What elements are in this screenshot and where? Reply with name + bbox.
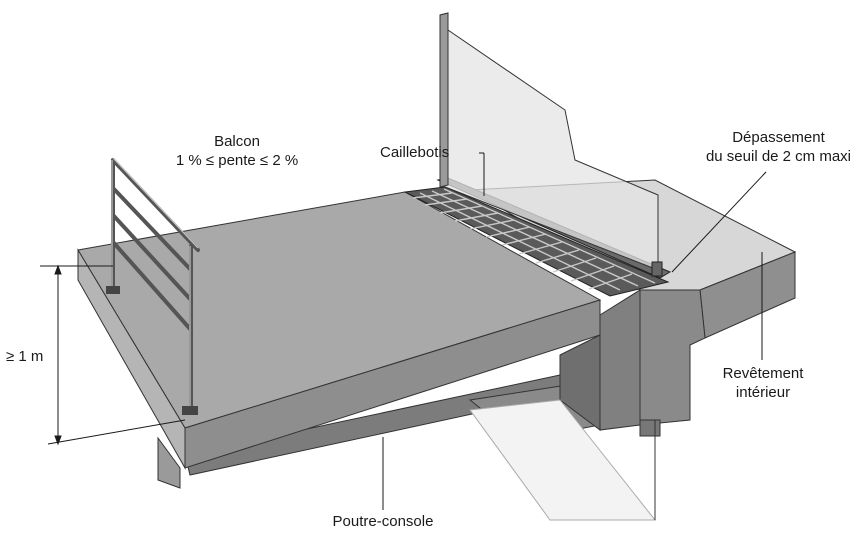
interior-floor-wall — [639, 289, 706, 426]
revetement-label: Revêtement intérieur — [708, 364, 818, 402]
railing-base-plate — [182, 406, 198, 415]
wall-front — [599, 289, 641, 431]
balcony-slope: 1 % ≤ pente ≤ 2 % — [175, 152, 299, 169]
caillebotis-label: Caillebotis — [380, 144, 450, 161]
console-beam-side — [157, 436, 181, 489]
height-label: ≥ 1 m — [6, 348, 44, 365]
depassement-label: Dépassement du seuil de 2 cm maxi — [696, 128, 861, 166]
height-dimension — [40, 264, 186, 446]
railing — [111, 158, 200, 414]
balcony-label: Balcon 1 % ≤ pente ≤ 2 % — [162, 132, 312, 170]
balcony-slab-front — [184, 299, 601, 469]
glass-door-foot — [651, 261, 663, 277]
depassement-line1: Dépassement — [732, 129, 825, 146]
balcony-title: Balcon — [214, 133, 260, 150]
poutre-label: Poutre-console — [332, 513, 434, 530]
glass-door-edge — [439, 12, 449, 188]
caillebotis-grate-cells — [412, 188, 656, 291]
wall-bottom-block — [639, 419, 661, 437]
leader-lines — [382, 152, 767, 510]
railing-base-plate-left — [106, 286, 120, 294]
railing-highlight — [111, 157, 199, 412]
revetement-line2: intérieur — [735, 384, 791, 401]
depassement-line2: du seuil de 2 cm maxi — [705, 148, 852, 165]
revetement-line1: Revêtement — [722, 365, 804, 382]
wall-left-face — [559, 334, 601, 431]
